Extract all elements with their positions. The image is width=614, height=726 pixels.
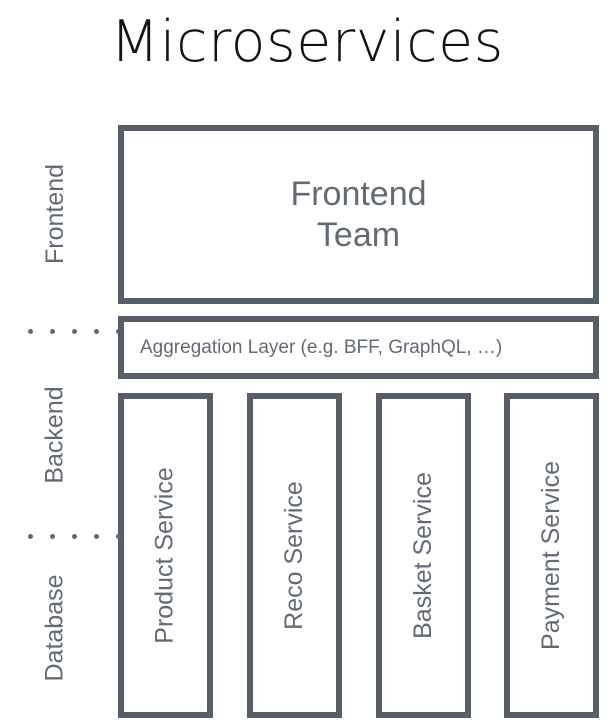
divider-dot [28,329,33,334]
frontend-team-label: Frontend Team [290,174,426,256]
row-label-backend-text: Backend [40,385,69,484]
divider-dot [94,329,99,334]
service-label-product: Product Service [151,467,179,644]
divider-dot [72,534,77,539]
row-label-database-text: Database [41,574,69,682]
aggregation-layer-box: Aggregation Layer (e.g. BFF, GraphQL, …) [118,316,599,379]
divider-dot [28,534,33,539]
divider-backend-database [28,534,603,539]
divider-frontend-backend [28,329,128,334]
frontend-team-line-2: Team [316,215,401,254]
row-label-frontend-text: Frontend [41,163,69,265]
divider-dot [50,534,55,539]
service-box-reco: Reco Service [247,393,342,718]
row-label-database: Database [0,538,110,718]
divider-dot [72,329,77,334]
service-box-product: Product Service [118,393,213,718]
service-label-reco: Reco Service [280,481,309,630]
service-label-basket: Basket Service [409,472,437,639]
frontend-team-box: Frontend Team [118,125,599,304]
row-label-frontend: Frontend [0,125,110,303]
frontend-team-line-1: Frontend [290,174,427,213]
row-label-backend: Backend [0,333,110,536]
aggregation-layer-label: Aggregation Layer (e.g. BFF, GraphQL, …) [140,336,503,358]
service-box-payment: Payment Service [504,393,599,718]
service-box-basket: Basket Service [376,393,471,718]
divider-dot [94,534,99,539]
service-label-payment: Payment Service [537,461,565,650]
page-title: Microservices [110,9,504,75]
divider-dot [116,534,121,539]
divider-dot [50,329,55,334]
